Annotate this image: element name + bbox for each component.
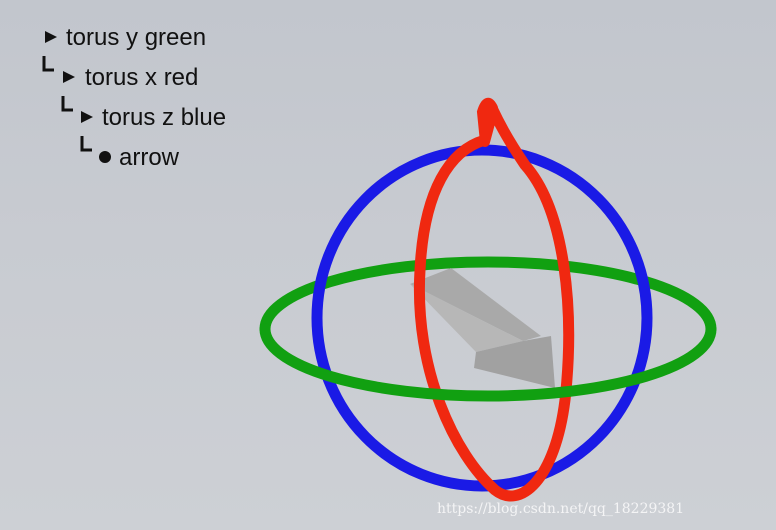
triangle-bullet-icon — [63, 71, 75, 83]
hierarchy-tree: torus y green torus x red torus z blue a… — [42, 24, 226, 171]
tree-connector-icon — [61, 96, 73, 112]
red-torus-notch — [476, 97, 498, 147]
hierarchy-item-torus-z: torus z blue — [102, 104, 226, 131]
hierarchy-item-torus-y: torus y green — [66, 24, 206, 51]
red-torus — [413, 104, 575, 502]
green-torus-front — [259, 323, 717, 402]
tree-connector-icon — [80, 136, 92, 152]
watermark: https://blog.csdn.net/qq_18229381 — [437, 501, 684, 517]
hierarchy-item-arrow: arrow — [119, 144, 180, 171]
tree-connector-icon — [42, 56, 54, 72]
green-torus-back — [259, 256, 717, 335]
gimbal-rings — [259, 97, 717, 502]
gray-arrow — [410, 268, 555, 388]
hierarchy-item-torus-x: torus x red — [85, 64, 198, 91]
blue-torus — [311, 144, 653, 492]
triangle-bullet-icon — [45, 31, 57, 43]
dot-bullet-icon — [99, 151, 111, 163]
triangle-bullet-icon — [81, 111, 93, 123]
